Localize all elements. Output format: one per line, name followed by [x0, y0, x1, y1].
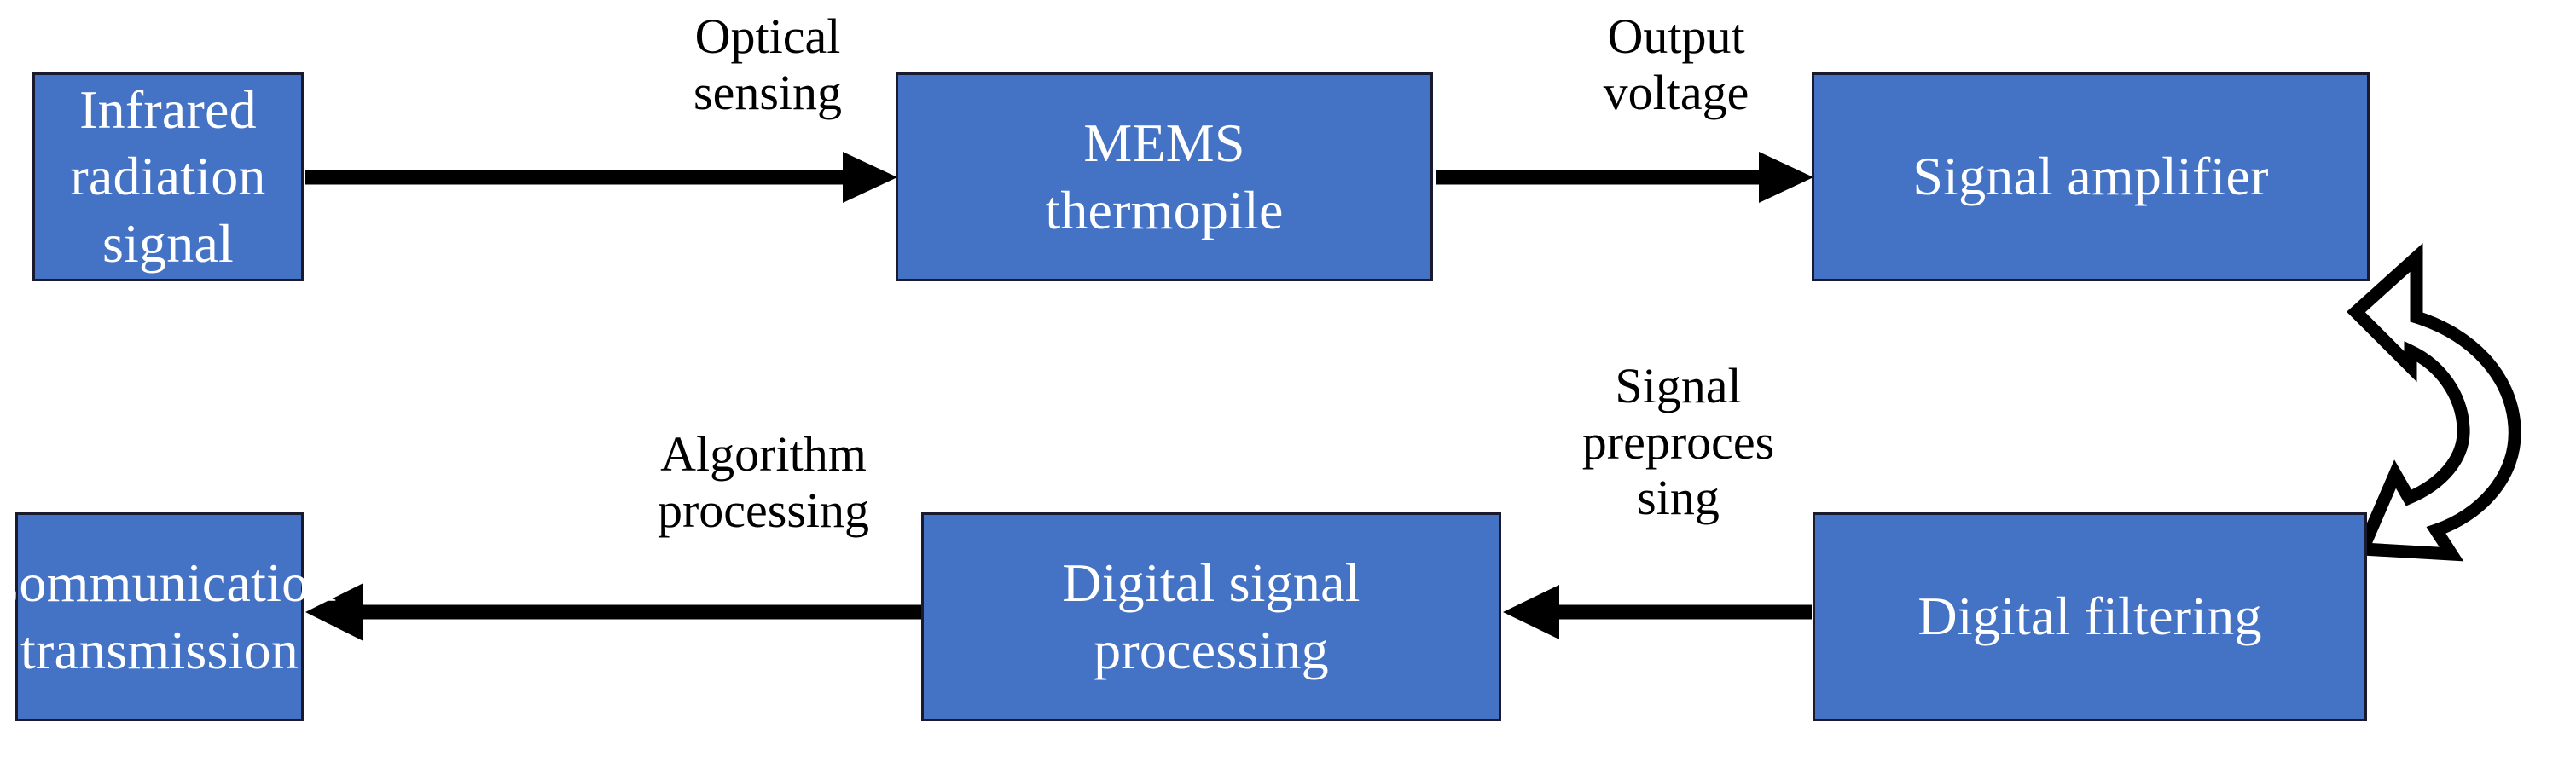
edge-label-optical-sensing: Optical sensing	[693, 9, 842, 120]
node-label: Infrared radiation signal	[70, 79, 266, 274]
arrow-algorithm-processing	[305, 583, 921, 641]
node-label: Digital filtering	[1917, 586, 2262, 647]
node-label: Signal amplifier	[1912, 146, 2269, 207]
arrow-loop-return	[2347, 243, 2521, 562]
edge-label-signal-preprocessing: Signal preproces sing	[1581, 358, 1775, 526]
edge-label-output-voltage: Output voltage	[1603, 9, 1749, 120]
node-mems-thermopile[interactable]: MEMS thermopile	[896, 72, 1433, 281]
arrow-optical-sensing	[305, 152, 897, 203]
node-signal-amplifier[interactable]: Signal amplifier	[1812, 72, 2370, 281]
node-label: Digital signal processing	[1062, 552, 1361, 680]
arrow-signal-preprocessing	[1503, 585, 1812, 639]
node-communication-transmission[interactable]: Communication transmission	[0, 512, 336, 721]
node-digital-signal-processing[interactable]: Digital signal processing	[921, 512, 1501, 721]
node-digital-filtering[interactable]: Digital filtering	[1813, 512, 2367, 721]
node-infrared-radiation-signal[interactable]: Infrared radiation signal	[32, 72, 304, 281]
arrow-output-voltage	[1436, 152, 1813, 203]
node-label: Communication transmission	[0, 552, 337, 680]
edge-label-algorithm-processing: Algorithm processing	[657, 426, 870, 538]
node-label: MEMS thermopile	[1045, 113, 1284, 240]
